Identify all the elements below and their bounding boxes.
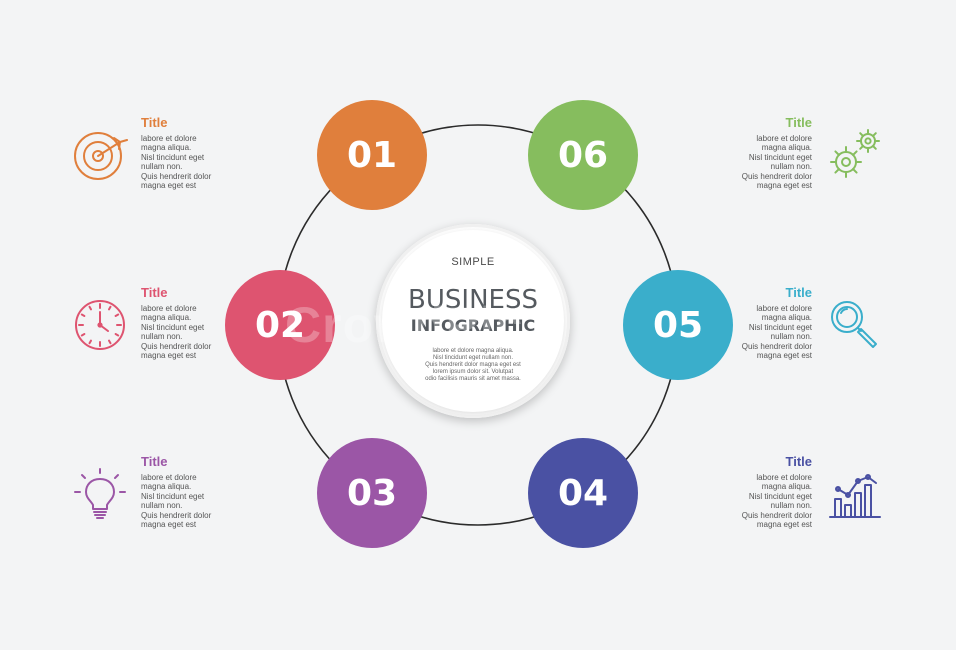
center-body-line: lorem ipsum dolor sit. Volutpat — [432, 369, 514, 375]
info-line: Quis hendrerit dolor — [741, 341, 812, 351]
bar-chart-icon — [829, 474, 881, 518]
info-line: labore et dolore — [756, 473, 812, 482]
info-line: magna eget est — [141, 351, 197, 361]
center-body-text: labore et dolore magna aliqua. Nisl tinc… — [418, 348, 528, 383]
info-line: magna aliqua. — [141, 482, 192, 492]
info-block-2: Title labore et dolore magna aliqua. Nis… — [141, 285, 231, 360]
center-body-line: labore et dolore magna aliqua. — [432, 348, 514, 354]
info-line: nullam non. — [770, 332, 812, 342]
info-line: magna aliqua. — [141, 313, 192, 323]
info-line: nullam non. — [141, 501, 183, 511]
target-icon — [74, 132, 128, 180]
info-line: Quis hendrerit dolor — [141, 171, 212, 181]
info-line: magna aliqua. — [141, 143, 192, 153]
clock-icon — [75, 300, 125, 350]
info-title[interactable]: Title — [141, 115, 168, 130]
info-title[interactable]: Title — [785, 454, 813, 469]
info-block-3: Title labore et dolore magna aliqua. Nis… — [141, 454, 231, 529]
center-sub-label: INFOGRAPHIC — [410, 316, 536, 335]
step-circle-02[interactable]: 02 — [225, 270, 335, 380]
info-line: labore et dolore — [756, 304, 812, 313]
info-line: labore et dolore — [141, 473, 197, 482]
info-line: magna aliqua. — [761, 313, 812, 323]
info-line: Quis hendrerit dolor — [741, 171, 812, 181]
info-line: labore et dolore — [141, 304, 197, 313]
info-line: magna eget est — [141, 520, 197, 530]
info-line: Nisl tincidunt eget — [748, 152, 812, 162]
step-circle-06[interactable]: 06 — [528, 100, 638, 210]
step-number: 01 — [346, 134, 398, 176]
step-circle-04[interactable]: 04 — [528, 438, 638, 548]
info-line: magna aliqua. — [761, 482, 812, 492]
step-circle-05[interactable]: 05 — [623, 270, 733, 380]
info-line: Nisl tincidunt eget — [748, 491, 812, 501]
info-block-1: Title labore et dolore magna aliqua. Nis… — [141, 115, 231, 190]
info-line: magna eget est — [756, 181, 812, 191]
step-number: 06 — [557, 134, 609, 176]
step-circle-01[interactable]: 01 — [317, 100, 427, 210]
info-line: Quis hendrerit dolor — [141, 510, 212, 520]
gears-icon — [830, 129, 880, 178]
step-circle-03[interactable]: 03 — [317, 438, 427, 548]
info-title[interactable]: Title — [141, 285, 168, 300]
info-line: magna eget est — [141, 181, 197, 191]
info-line: magna eget est — [756, 351, 812, 361]
info-line: Nisl tincidunt eget — [141, 491, 205, 501]
info-line: nullam non. — [141, 332, 183, 342]
center-badge: SIMPLE BUSINESS INFOGRAPHIC labore et do… — [376, 224, 570, 418]
info-title[interactable]: Title — [141, 454, 168, 469]
center-main-label: BUSINESS — [408, 285, 538, 315]
info-line: nullam non. — [141, 162, 183, 172]
step-number: 05 — [652, 304, 704, 346]
center-body-line: odio facilisis mauris sit amet massa. — [425, 376, 521, 382]
info-title[interactable]: Title — [785, 115, 813, 130]
info-block-6: Title labore et dolore magna aliqua. Nis… — [722, 115, 812, 190]
info-title[interactable]: Title — [785, 285, 813, 300]
info-line: Quis hendrerit dolor — [741, 510, 812, 520]
center-top-label: SIMPLE — [451, 256, 495, 268]
info-line: Quis hendrerit dolor — [141, 341, 212, 351]
center-body-line: Quis hendrerit dolor magna eget est — [425, 362, 521, 368]
center-badge-face — [382, 230, 564, 412]
info-line: nullam non. — [770, 501, 812, 511]
info-line: magna eget est — [756, 520, 812, 530]
info-line: Nisl tincidunt eget — [748, 322, 812, 332]
magnifier-icon — [831, 301, 877, 348]
info-block-5: Title labore et dolore magna aliqua. Nis… — [722, 285, 812, 360]
center-body-line: Nisl tincidunt eget nullam non. — [432, 355, 514, 361]
step-number: 02 — [254, 304, 306, 346]
info-line: magna aliqua. — [761, 143, 812, 153]
lightbulb-icon — [74, 468, 126, 519]
info-line: labore et dolore — [141, 134, 197, 143]
step-number: 04 — [557, 472, 609, 514]
info-line: nullam non. — [770, 162, 812, 172]
step-number: 03 — [346, 472, 398, 514]
info-line: Nisl tincidunt eget — [141, 152, 205, 162]
info-line: Nisl tincidunt eget — [141, 322, 205, 332]
info-line: labore et dolore — [756, 134, 812, 143]
info-block-4: Title labore et dolore magna aliqua. Nis… — [722, 454, 812, 529]
